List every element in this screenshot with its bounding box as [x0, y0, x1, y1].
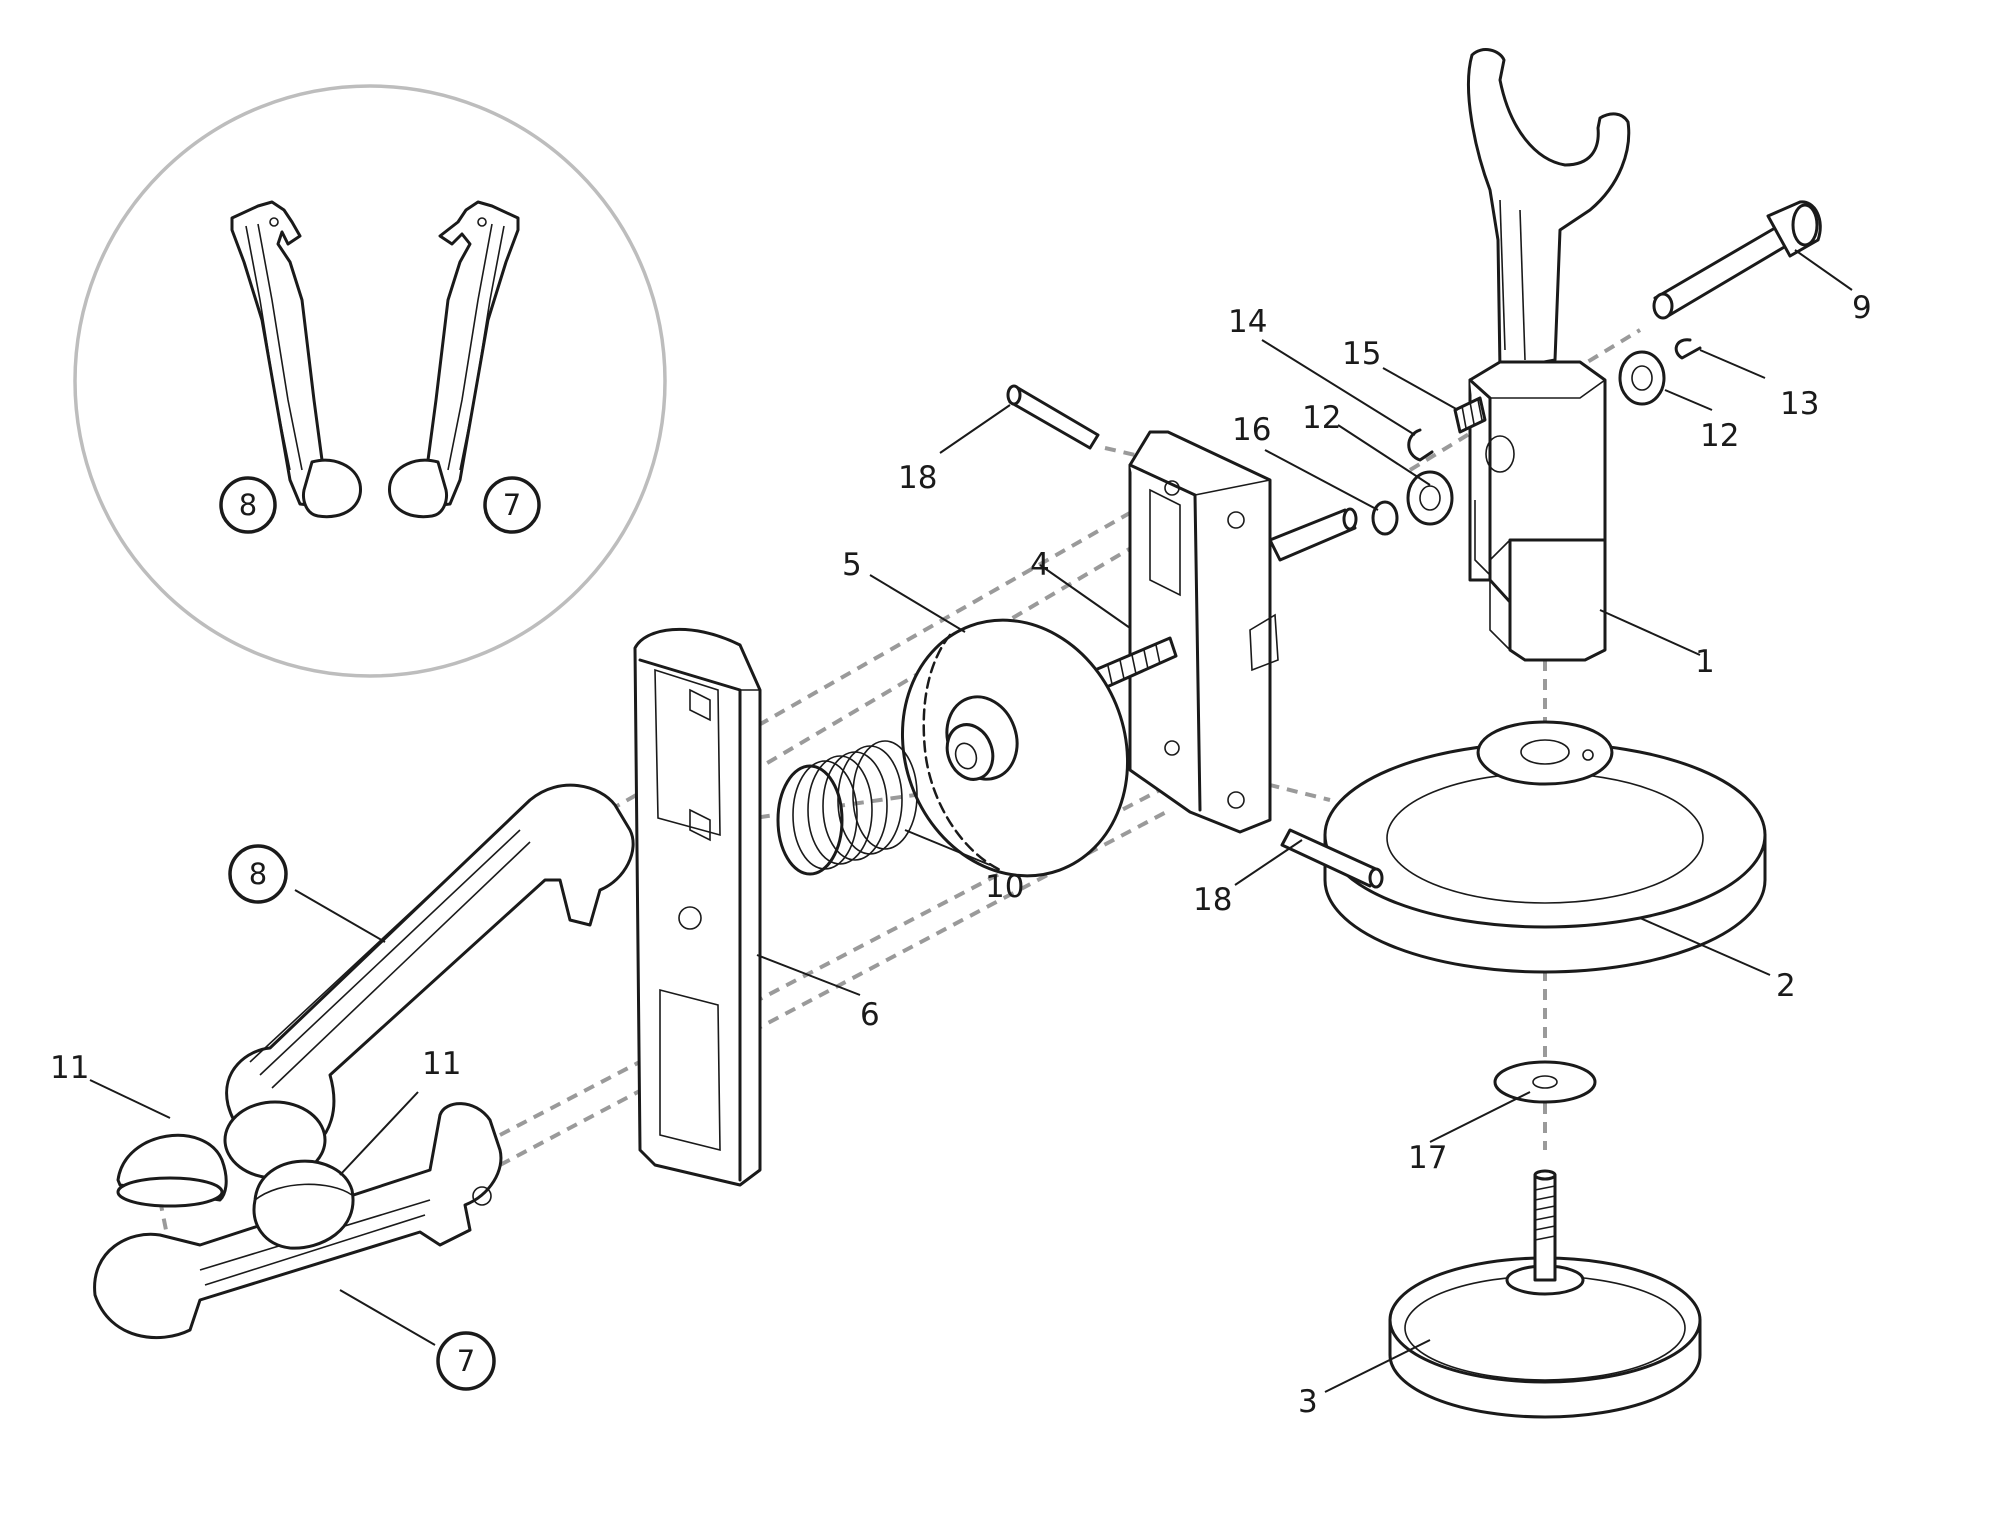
callout-11-right: 11: [422, 1046, 461, 1082]
callout-11-left: 11: [50, 1050, 89, 1086]
callout-2: 2: [1776, 968, 1796, 1004]
callout-3: 3: [1298, 1384, 1318, 1420]
small-hardware: [1371, 338, 1702, 536]
part-5-wheel: [900, 618, 1130, 878]
callout-7: 7: [457, 1344, 475, 1378]
callout-18-upper: 18: [898, 460, 937, 496]
part-11-caps: [116, 1133, 355, 1250]
part-17-washer: [1493, 1060, 1597, 1104]
inset-label-8: 8: [239, 488, 257, 522]
part-6-frame: [633, 627, 762, 1187]
callout-1: 1: [1695, 644, 1715, 680]
callout-14: 14: [1228, 304, 1267, 340]
callouts: 1 2 3 4 5 6 9 10 11 11 12 12 13 14 15 16…: [50, 290, 1872, 1420]
inset-arm-7: [388, 200, 520, 519]
part-9-pin: [1652, 200, 1822, 320]
part-4-carriage: [1093, 430, 1358, 834]
callout-15: 15: [1342, 336, 1381, 372]
circled-callouts: 8 7: [228, 844, 496, 1391]
inset-detail: 8 7: [73, 84, 667, 678]
part-10-spring: [776, 740, 918, 876]
inset-circle: [73, 84, 667, 678]
bearing-12-right: [1618, 350, 1666, 406]
callout-12-left: 12: [1302, 400, 1341, 436]
part-1-upright: [1466, 48, 1631, 662]
callout-13: 13: [1780, 386, 1819, 422]
callout-16: 16: [1232, 412, 1271, 448]
bearing-12-left: [1406, 470, 1454, 526]
part-3-foot: [1388, 1169, 1702, 1419]
cap-11-mounted: [252, 1159, 355, 1250]
callout-17: 17: [1408, 1140, 1447, 1176]
callout-10: 10: [985, 869, 1024, 905]
part-2-base-disc: [1323, 720, 1767, 974]
callout-7-circle: [436, 1331, 496, 1391]
callout-4: 4: [1030, 547, 1050, 583]
callout-8: 8: [249, 857, 267, 891]
callout-9: 9: [1852, 290, 1872, 326]
inset-label-7-circle: [483, 476, 541, 534]
clip-13: [1674, 338, 1702, 360]
part-18-pin-lower: [1280, 828, 1380, 888]
leader-lines: [89, 249, 1853, 1393]
part-18-pin-upper: [1008, 386, 1100, 450]
callout-12-right: 12: [1700, 418, 1739, 454]
callout-8-circle: [228, 844, 288, 904]
inset-label-8-circle: [219, 476, 277, 534]
inset-arm-8: [230, 200, 362, 519]
washer-16: [1371, 500, 1399, 536]
clip-14: [1407, 428, 1434, 462]
callout-18-lower: 18: [1193, 882, 1232, 918]
callout-5: 5: [842, 547, 862, 583]
part-8-arm: [223, 783, 635, 1180]
callout-6: 6: [860, 997, 880, 1033]
inset-label-7: 7: [503, 488, 521, 522]
